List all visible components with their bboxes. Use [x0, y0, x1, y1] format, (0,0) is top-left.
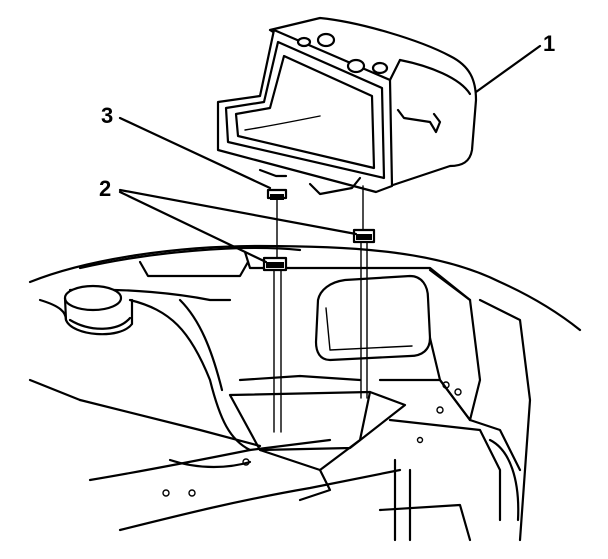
alignment-lines — [273, 185, 368, 433]
leader-lines — [118, 44, 542, 264]
reservoir-cap — [63, 284, 123, 312]
callout-1: 1 — [543, 31, 556, 56]
leader-3 — [118, 116, 272, 190]
callout-3: 3 — [101, 103, 114, 128]
leader-1 — [474, 44, 542, 94]
leader-2b — [118, 190, 268, 264]
mounting-grommets — [262, 188, 376, 272]
leader-2a — [118, 188, 358, 236]
callout-2: 2 — [99, 176, 112, 201]
vehicle-body-structure — [28, 244, 582, 542]
housing-flange — [216, 28, 394, 194]
air-cleaner-housing — [216, 16, 478, 196]
